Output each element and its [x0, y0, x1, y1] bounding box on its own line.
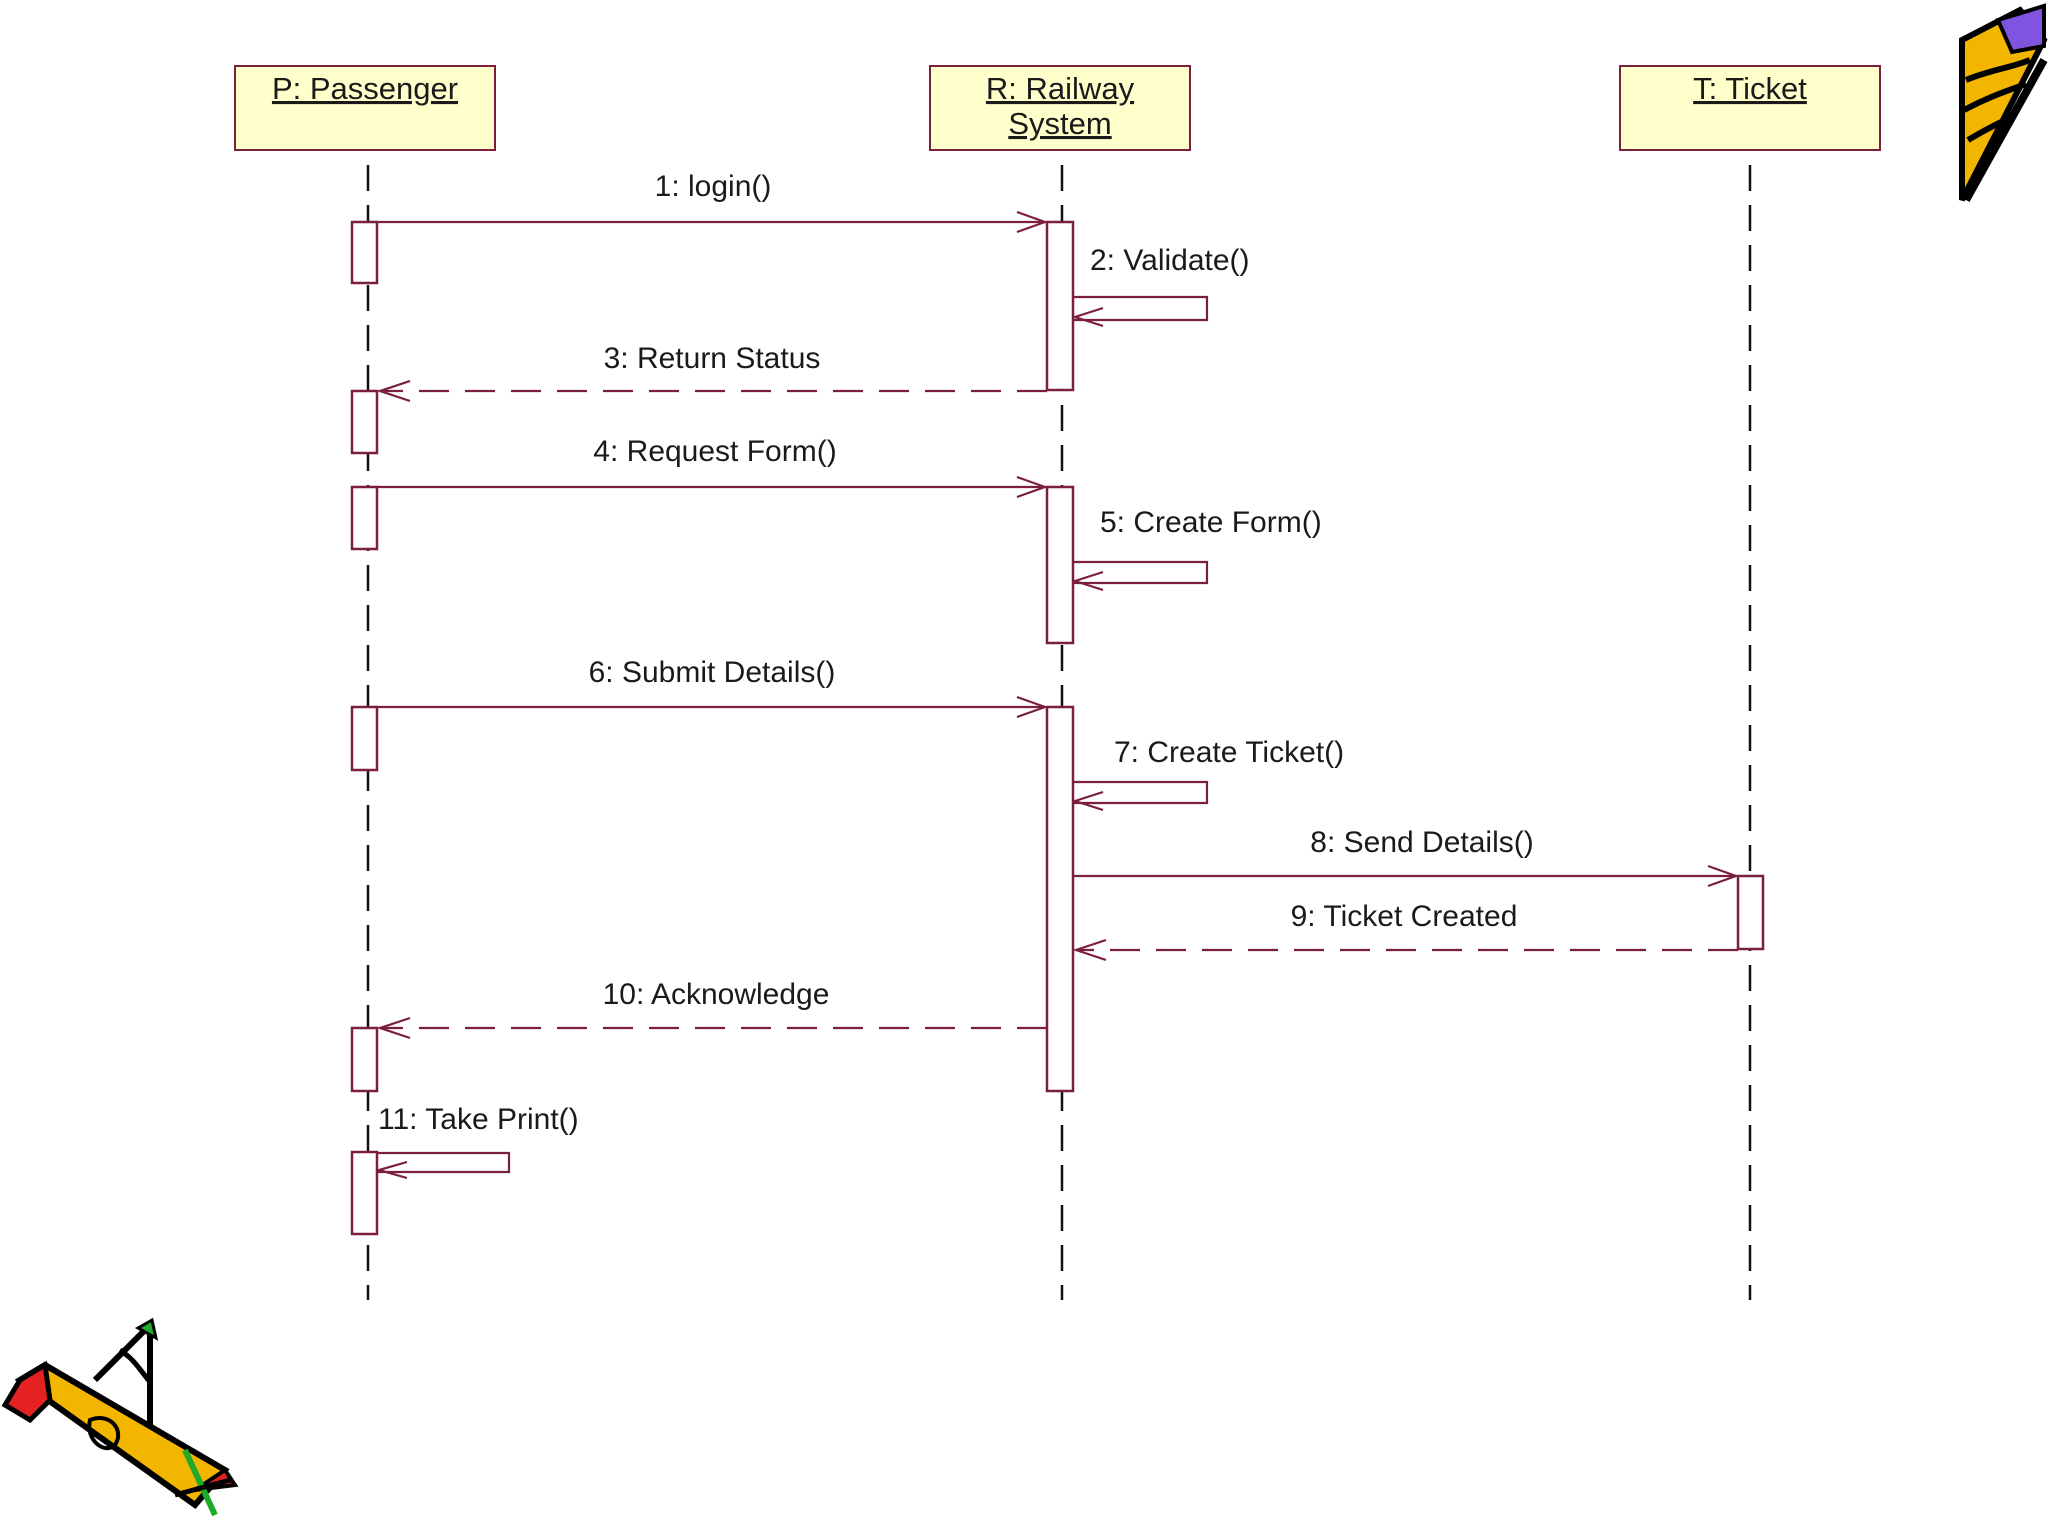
message-8: 8: Send Details(): [1073, 826, 1740, 888]
message-label: 4: Request Form(): [593, 435, 836, 468]
message-label: 10: Acknowledge: [603, 978, 830, 1011]
object-label: P: Passenger: [272, 71, 458, 106]
message-label: 11: Take Print(): [378, 1103, 579, 1136]
self-message-loop: [1073, 780, 1209, 805]
activation-bar: [350, 1026, 379, 1093]
message-4: 4: Request Form(): [377, 435, 1049, 499]
object-passenger: P: Passenger: [234, 65, 496, 151]
message-label: 3: Return Status: [604, 342, 821, 375]
activation-bar: [1736, 874, 1765, 951]
pencil-compass-clipart-icon: [1, 1317, 239, 1517]
message-label: 2: Validate(): [1090, 244, 1250, 277]
activation-bar: [350, 485, 379, 551]
message-label: 6: Submit Details(): [589, 656, 836, 689]
pencil-clipart-icon: [1959, 3, 2048, 202]
self-message-loop: [1073, 295, 1209, 322]
activation-bar: [1045, 220, 1075, 392]
object-box: [1619, 65, 1881, 151]
activation-bar: [1045, 705, 1075, 1093]
activation-bar: [1045, 485, 1075, 645]
arrow-head: [376, 1016, 411, 1040]
message-7: 7: Create Ticket(): [1071, 736, 1344, 812]
message-label: 7: Create Ticket(): [1114, 736, 1344, 769]
arrow-head: [376, 379, 411, 403]
arrow-head: [1016, 210, 1049, 234]
object-label: System: [1008, 106, 1111, 141]
object-label: T: Ticket: [1693, 71, 1807, 106]
message-11: 11: Take Print(): [374, 1103, 579, 1180]
self-message-loop: [1073, 560, 1209, 585]
arrow-head: [1071, 306, 1104, 328]
arrow-head: [1071, 570, 1104, 592]
message-10: 10: Acknowledge: [376, 978, 1047, 1040]
message-label: 9: Ticket Created: [1291, 900, 1518, 933]
self-message-loop: [377, 1151, 511, 1174]
arrow-head: [1016, 475, 1049, 499]
message-label: 8: Send Details(): [1310, 826, 1533, 859]
message-1: 1: login(): [377, 170, 1049, 234]
message-2: 2: Validate(): [1071, 244, 1250, 328]
activation-bar: [350, 705, 379, 772]
activation-bar: [350, 220, 379, 285]
arrow-head: [1016, 695, 1049, 719]
message-5: 5: Create Form(): [1071, 506, 1322, 592]
message-3: 3: Return Status: [376, 342, 1047, 403]
message-label: 5: Create Form(): [1100, 506, 1322, 539]
arrow-head: [1071, 790, 1104, 812]
object-box: [929, 65, 1191, 151]
activation-bar: [350, 389, 379, 455]
object-ticket: T: Ticket: [1619, 65, 1881, 151]
arrow-head: [1707, 864, 1740, 888]
object-box: [234, 65, 496, 151]
message-label: 1: login(): [655, 170, 772, 203]
message-9: 9: Ticket Created: [1072, 900, 1738, 962]
object-label: R: Railway: [986, 71, 1135, 106]
activation-bar: [350, 1150, 379, 1236]
arrow-head: [374, 1160, 408, 1180]
object-railway-system: R: Railway System: [929, 65, 1191, 151]
arrow-head: [1072, 938, 1107, 962]
message-6: 6: Submit Details(): [377, 656, 1049, 719]
